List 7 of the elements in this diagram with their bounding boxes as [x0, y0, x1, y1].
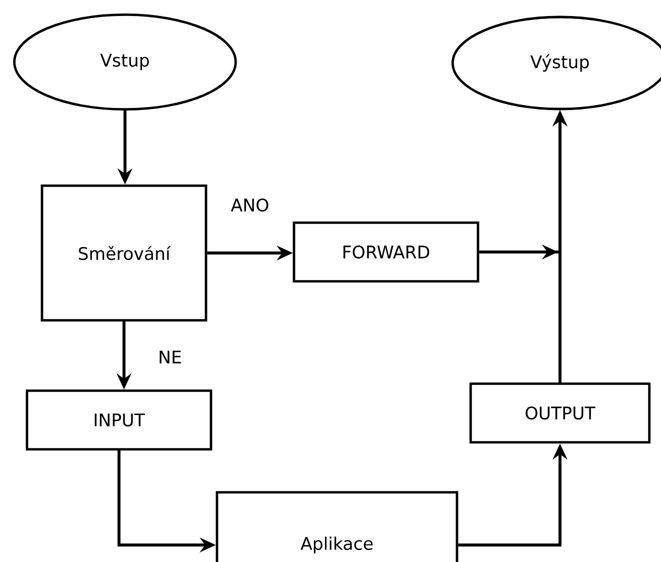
- process-box: FORWARD: [292, 221, 480, 283]
- process-box: INPUT: [26, 389, 212, 451]
- process-box: Směrování: [40, 184, 208, 322]
- edge-label: NE: [156, 349, 184, 365]
- process-box: OUTPUT: [469, 382, 651, 444]
- edge-label: ANO: [229, 197, 271, 213]
- process-box: Aplikace: [216, 491, 458, 562]
